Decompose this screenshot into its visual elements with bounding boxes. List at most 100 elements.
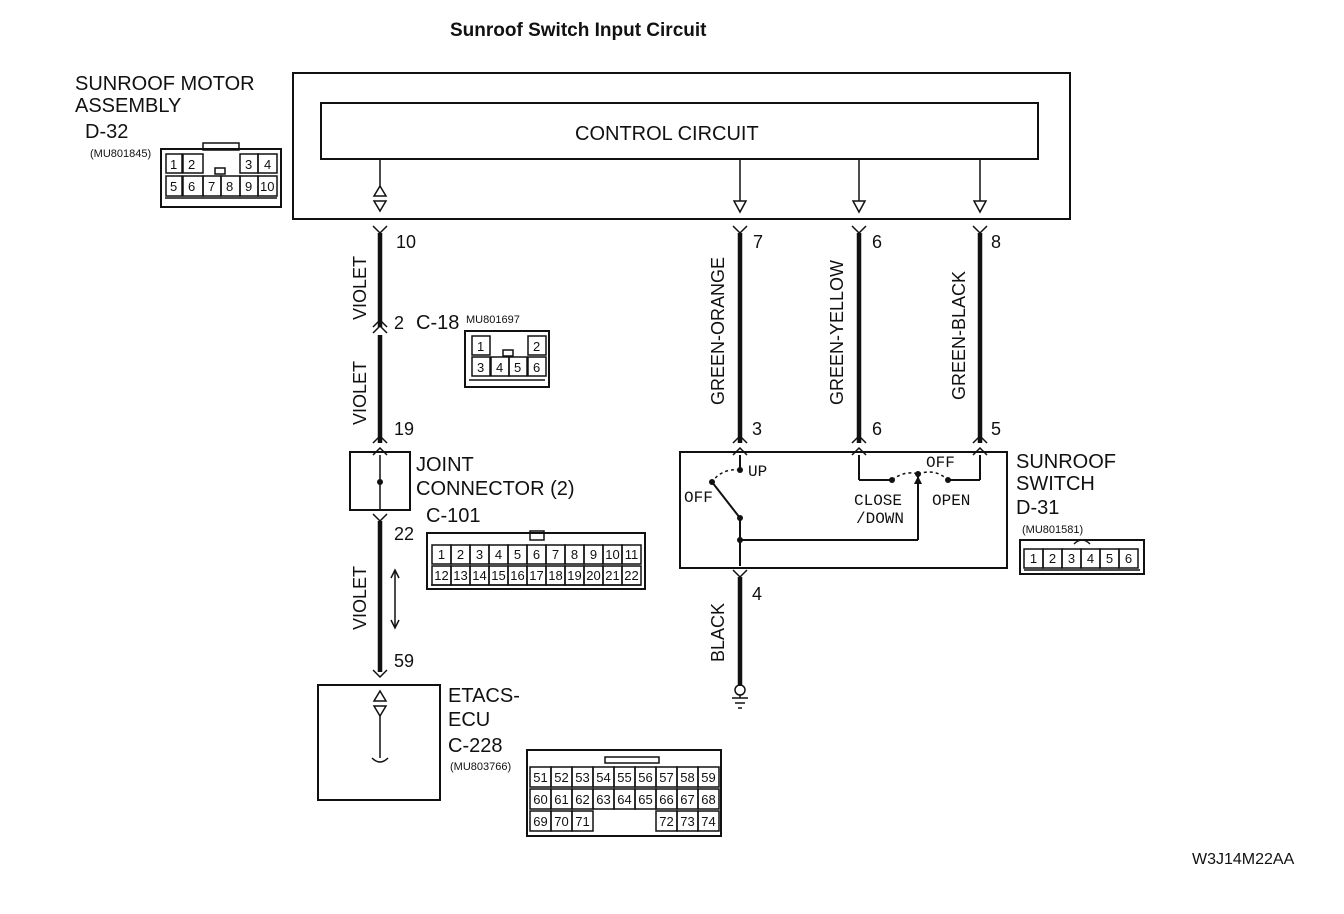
- wire-label-violet: VIOLET: [350, 361, 370, 425]
- pin-number: 2: [394, 313, 404, 333]
- connector-d31-label: D-31: [1016, 497, 1059, 519]
- switch-label-down: /DOWN: [856, 510, 904, 528]
- connector-pin-label: 4: [1087, 551, 1094, 566]
- connector-pin-label: 16: [510, 568, 524, 583]
- connector-pin-label: 65: [638, 792, 652, 807]
- connector-c18: C-18 MU801697 1 2 3 4 5 6: [416, 312, 550, 388]
- pin-number: 22: [394, 524, 414, 544]
- connector-pin-label: 51: [533, 770, 547, 785]
- connector-c18-part-no: MU801697: [466, 314, 520, 326]
- connector-pin-label: 52: [554, 770, 568, 785]
- d32-pin: 5: [170, 179, 177, 194]
- joint-connector-name-line2: CONNECTOR (2): [416, 478, 575, 500]
- connector-cell: [571, 810, 594, 832]
- c18-pin: 6: [533, 360, 540, 375]
- switch-label-up: UP: [748, 463, 767, 481]
- connector-d32-face: 1 2 3 4 5 6 7 8 9 10: [160, 142, 282, 208]
- pin-number: 4: [752, 584, 762, 604]
- connector-cell: [697, 788, 720, 810]
- etacs-ecu-box: [317, 684, 441, 801]
- pin-number: 10: [396, 232, 416, 252]
- connector-pin-label: 57: [659, 770, 673, 785]
- pin-number: 59: [394, 651, 414, 671]
- connector-c228-part-no: (MU803766): [450, 761, 511, 773]
- sunroof-switch-box: [679, 451, 1008, 569]
- wire-label-violet: VIOLET: [350, 566, 370, 630]
- c18-pin: 5: [514, 360, 521, 375]
- connector-pin-label: 2: [457, 547, 464, 562]
- connector-pin-label: 55: [617, 770, 631, 785]
- connector-pin-label: 13: [453, 568, 467, 583]
- connector-pin-label: 54: [596, 770, 610, 785]
- pin-number: 19: [394, 419, 414, 439]
- connector-pin-label: 1: [1030, 551, 1037, 566]
- wire-label-black: BLACK: [708, 603, 728, 662]
- connector-d32-part-no: (MU801845): [90, 148, 151, 160]
- c18-pin: 3: [477, 360, 484, 375]
- connector-pin-label: 11: [625, 547, 639, 562]
- connector-pin-label: 17: [529, 568, 543, 583]
- d32-pin: 7: [208, 179, 215, 194]
- connector-pin-label: 3: [476, 547, 483, 562]
- wire-label-green-black: GREEN-BLACK: [949, 271, 969, 400]
- connector-pin-label: 3: [1068, 551, 1075, 566]
- switch-name-line2: SWITCH: [1016, 473, 1095, 495]
- d32-pin: 1: [170, 157, 177, 172]
- connector-c228-label: C-228: [448, 735, 502, 757]
- connector-pin-label: 20: [586, 568, 600, 583]
- switch-wires: GREEN-ORANGE GREEN-YELLOW GREEN-BLACK 7 …: [708, 225, 1001, 444]
- connector-pin-label: 4: [495, 547, 502, 562]
- control-circuit-label: CONTROL CIRCUIT: [575, 123, 759, 145]
- connector-pin-label: 22: [624, 568, 638, 583]
- violet-circuit: VIOLET VIOLET VIOLET 10 2 19 22 59: [349, 225, 416, 679]
- connector-cell: [621, 565, 642, 586]
- connector-pin-label: 21: [605, 568, 619, 583]
- d32-pin: 8: [226, 179, 233, 194]
- diagram-title: Sunroof Switch Input Circuit: [450, 20, 707, 41]
- switch-label-off: OFF: [926, 454, 955, 472]
- connector-pin-label: 71: [575, 814, 589, 829]
- connector-pin-label: 12: [434, 568, 448, 583]
- wire-label-green-orange: GREEN-ORANGE: [708, 257, 728, 405]
- connector-pin-label: 14: [472, 568, 486, 583]
- connector-cell: [697, 810, 720, 832]
- connector-pin-label: 68: [701, 792, 715, 807]
- connector-cell: [1118, 548, 1139, 569]
- connector-d31-part-no: (MU801581): [1022, 524, 1083, 536]
- connector-pin-label: 19: [567, 568, 581, 583]
- connector-pin-label: 5: [514, 547, 521, 562]
- figure-code: W3J14M22AA: [1192, 851, 1295, 868]
- sunroof-motor-assembly: CONTROL CIRCUIT SUNROOF MOTOR ASSEMBLY D…: [75, 72, 1071, 220]
- wire-label-violet: VIOLET: [350, 256, 370, 320]
- connector-pin-label: 72: [659, 814, 673, 829]
- connector-pin-label: 64: [617, 792, 631, 807]
- connector-pin-label: 9: [590, 547, 597, 562]
- connector-pin-label: 8: [571, 547, 578, 562]
- switch-name-line1: SUNROOF: [1016, 451, 1116, 473]
- switch-label-open: OPEN: [932, 492, 970, 510]
- switch-label-close: CLOSE: [854, 492, 902, 510]
- sunroof-switch: UP OFF OFF CLOSE /DOWN OPEN SUNROOF SWIT…: [679, 446, 1145, 575]
- connector-pin-label: 6: [1125, 551, 1132, 566]
- connector-cell: [697, 766, 720, 788]
- connector-c101-label: C-101: [426, 505, 480, 527]
- connector-pin-label: 61: [554, 792, 568, 807]
- d32-pin: 2: [188, 157, 195, 172]
- connector-pin-label: 62: [575, 792, 589, 807]
- connector-pin-label: 58: [680, 770, 694, 785]
- pin-number: 6: [872, 232, 882, 252]
- connector-pin-label: 69: [533, 814, 547, 829]
- d32-pin: 3: [245, 157, 252, 172]
- pin-number: 5: [991, 419, 1001, 439]
- connector-pin-label: 73: [680, 814, 694, 829]
- connector-pin-label: 15: [491, 568, 505, 583]
- connector-pin-label: 7: [552, 547, 559, 562]
- control-circuit-box: [320, 102, 1039, 160]
- connector-pin-label: 6: [533, 547, 540, 562]
- connector-cell: [621, 544, 642, 565]
- connector-pin-label: 53: [575, 770, 589, 785]
